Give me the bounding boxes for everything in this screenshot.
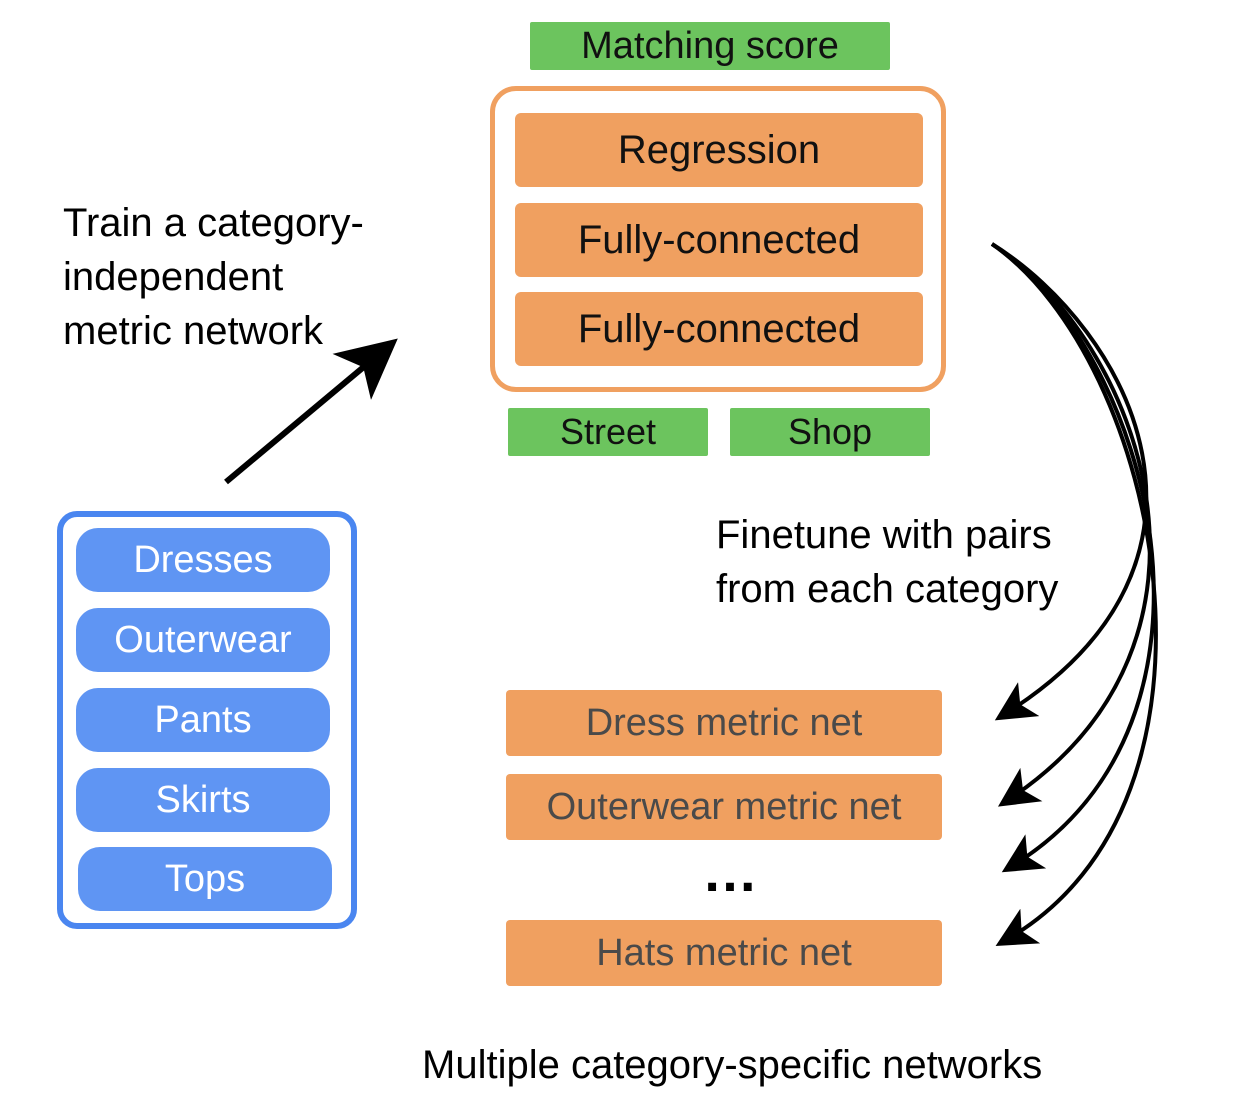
category-dresses: Dresses: [76, 528, 330, 592]
train-caption: Train a category- independent metric net…: [63, 196, 364, 358]
hats-metric-net-label: Hats metric net: [596, 931, 852, 974]
category-dresses-label: Dresses: [133, 538, 273, 581]
fully-connected-layer-1: Fully-connected: [515, 203, 923, 277]
finetune-caption-line-2: from each category: [716, 567, 1059, 611]
street-input-label: Street: [559, 411, 657, 452]
finetune-caption-line-1: Finetune with pairs: [716, 513, 1052, 557]
outerwear-metric-net: Outerwear metric net: [506, 774, 942, 840]
bottom-caption-label: Multiple category-specific networks: [422, 1043, 1043, 1087]
ellipsis: …: [690, 842, 770, 902]
regression-layer-label: Regression: [617, 127, 821, 172]
category-skirts-label: Skirts: [155, 778, 251, 821]
dress-metric-net-label: Dress metric net: [585, 701, 863, 744]
shop-input-box: Shop: [730, 408, 930, 456]
category-skirts: Skirts: [76, 768, 330, 832]
category-tops-label: Tops: [164, 857, 246, 900]
category-pants-label: Pants: [154, 698, 252, 741]
category-tops: Tops: [78, 847, 332, 911]
finetune-caption: Finetune with pairs from each category: [716, 508, 1058, 616]
train-caption-line-1: Train a category-: [63, 201, 364, 245]
train-arrow: [224, 338, 398, 485]
regression-layer: Regression: [515, 113, 923, 187]
ellipsis-label: …: [702, 840, 758, 903]
fully-connected-layer-1-label: Fully-connected: [577, 217, 861, 262]
category-outerwear: Outerwear: [76, 608, 330, 672]
outerwear-metric-net-label: Outerwear metric net: [546, 785, 902, 828]
category-outerwear-label: Outerwear: [114, 618, 292, 661]
train-caption-line-2: independent: [63, 255, 284, 299]
fully-connected-layer-2-label: Fully-connected: [577, 306, 861, 351]
shop-input-label: Shop: [787, 411, 873, 452]
bottom-caption: Multiple category-specific networks: [422, 1038, 1042, 1092]
fully-connected-layer-2: Fully-connected: [515, 292, 923, 366]
matching-score-box: Matching score: [530, 22, 890, 70]
hats-metric-net: Hats metric net: [506, 920, 942, 986]
train-caption-line-3: metric network: [63, 309, 324, 353]
matching-score-label: Matching score: [581, 24, 839, 67]
dress-metric-net: Dress metric net: [506, 690, 942, 756]
category-pants: Pants: [76, 688, 330, 752]
metric-network-container: [490, 86, 946, 392]
finetune-arrow-dress: [990, 242, 1149, 721]
street-input-box: Street: [508, 408, 708, 456]
categories-container: [57, 511, 357, 929]
